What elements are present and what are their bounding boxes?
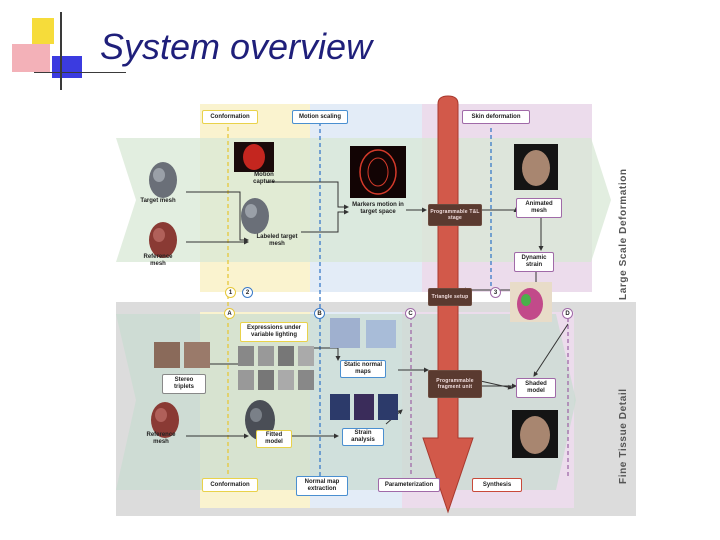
- stereo-triplets-photos: [154, 342, 210, 368]
- static-normal-map-images: [330, 318, 396, 348]
- title-decoration-yellow-square: [32, 18, 54, 44]
- fine-tissue-detail-side-label: Fine Tissue Detail: [618, 388, 629, 484]
- marker-c: C: [405, 308, 416, 319]
- expressions-lighting-box: Expressions under variable lighting: [240, 322, 308, 342]
- slide-title: System overview: [100, 26, 373, 67]
- markers-motion-label: Markers motion in target space: [352, 202, 404, 215]
- marker-1: 1: [225, 287, 236, 298]
- animated-mesh-face-image: [514, 144, 558, 190]
- reference-mesh-label-bottom: Reference mesh: [146, 432, 176, 445]
- shaded-model-box: Shaded model: [516, 378, 556, 398]
- motion-capture-red-face-image: [234, 142, 274, 172]
- reference-mesh-label-top: Reference mesh: [143, 254, 173, 267]
- target-mesh-label: Target mesh: [140, 198, 176, 204]
- dynamic-strain-box: Dynamic strain: [514, 252, 554, 272]
- system-overview-diagram: Conformation Motion scaling Skin deforma…: [116, 92, 636, 516]
- strain-analysis-box: Strain analysis: [342, 428, 384, 446]
- motion-capture-label: Motion capture: [253, 172, 275, 185]
- marker-b: B: [314, 308, 325, 319]
- marker-2: 2: [242, 287, 253, 298]
- fitted-model-box: Fitted model: [256, 430, 292, 448]
- title-decoration-blue-square: [52, 56, 82, 78]
- programmable-fragment-unit-box: Programmable fragment unit: [428, 370, 482, 398]
- large-scale-deformation-side-label: Large Scale Deformation: [618, 168, 629, 300]
- programmable-tl-stage-box: Programmable T&L stage: [428, 204, 482, 226]
- marker-a: A: [224, 308, 235, 319]
- conformation-bottom-box: Conformation: [202, 478, 258, 492]
- markers-motion-red-mesh-image: [350, 146, 406, 198]
- reference-mesh-head-image: [149, 222, 177, 258]
- synthesis-box: Synthesis: [472, 478, 522, 492]
- normal-map-extraction-box: Normal map extraction: [296, 476, 348, 496]
- conformation-top-box: Conformation: [202, 110, 258, 124]
- strain-colormap-face-image: [510, 282, 552, 322]
- marker-d: D: [562, 308, 573, 319]
- title-decoration-vertical-line: [60, 12, 62, 90]
- stereo-triplets-box: Stereo triplets: [162, 374, 206, 394]
- target-mesh-head-image: [149, 162, 177, 198]
- triangle-setup-box: Triangle setup: [428, 288, 472, 306]
- reference-mesh-head-image-bottom: [151, 402, 179, 438]
- title-decoration-red-square: [12, 44, 50, 72]
- labeled-target-mesh-head-image: [241, 198, 269, 234]
- shaded-model-face-image: [512, 410, 558, 458]
- static-normal-maps-box: Static normal maps: [340, 360, 386, 378]
- marker-3: 3: [490, 287, 501, 298]
- title-decoration-horizontal-line: [34, 72, 126, 73]
- motion-scaling-box: Motion scaling: [292, 110, 348, 124]
- labeled-target-mesh-label: Labeled target mesh: [256, 234, 298, 247]
- animated-mesh-box: Animated mesh: [516, 198, 562, 218]
- strain-analysis-image-strip: [330, 394, 398, 420]
- skin-deformation-box: Skin deformation: [462, 110, 530, 124]
- parameterization-box: Parameterization: [378, 478, 440, 492]
- expression-photos-grid: [238, 346, 314, 390]
